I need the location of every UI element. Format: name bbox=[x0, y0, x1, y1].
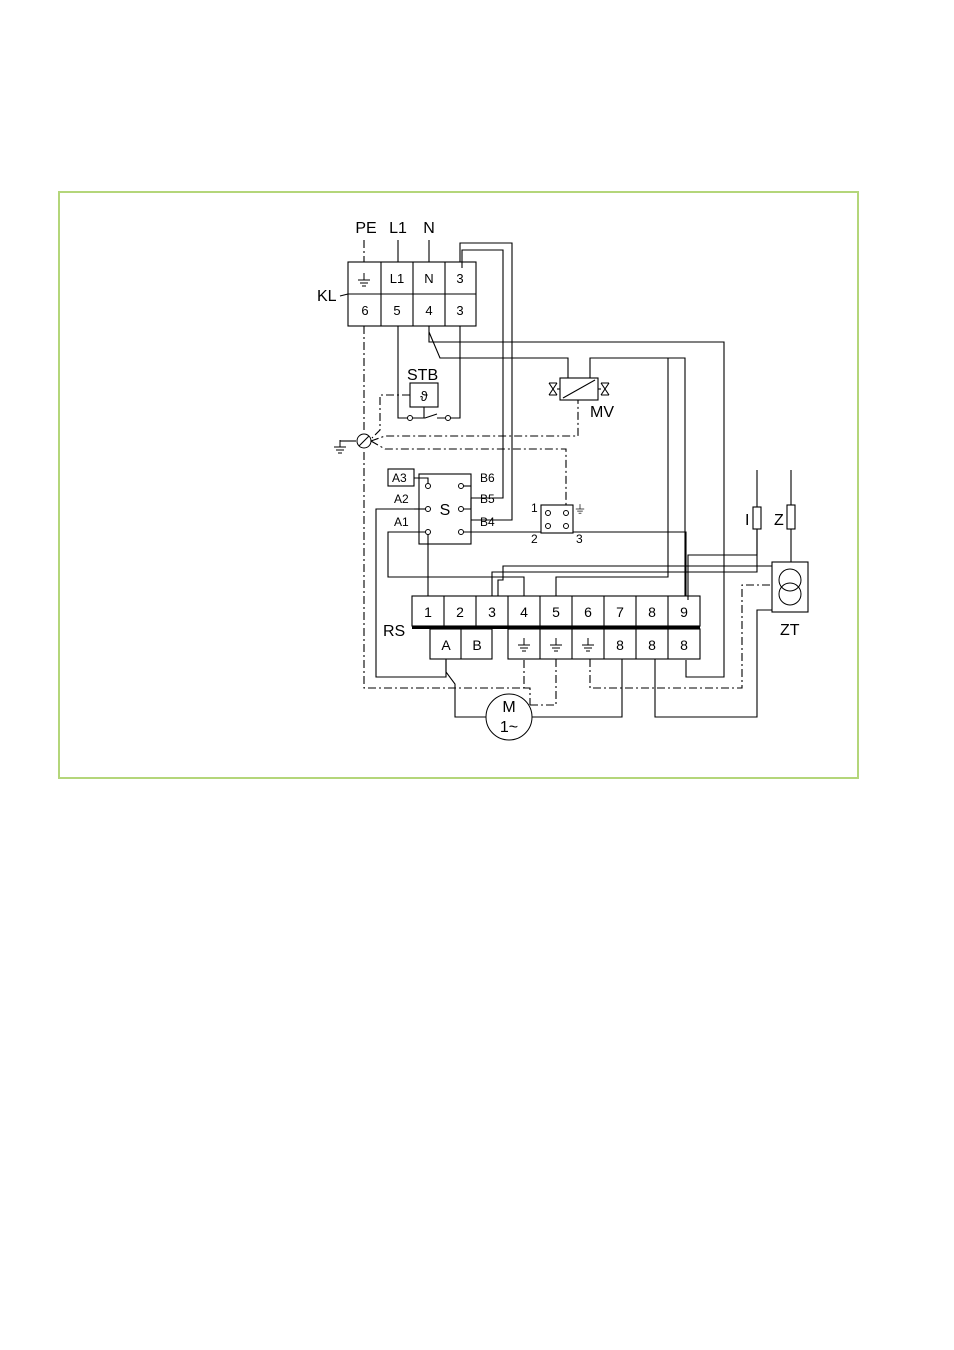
mv-label: MV bbox=[590, 404, 614, 421]
solenoid-valve bbox=[548, 377, 610, 401]
input-i-label: I bbox=[745, 512, 749, 529]
switch-a2-label: A2 bbox=[394, 492, 409, 506]
rs-top-8: 8 bbox=[648, 604, 656, 620]
kl-top-l1: L1 bbox=[390, 271, 404, 286]
switch-a3-label: A3 bbox=[392, 471, 407, 485]
input-z-label: Z bbox=[774, 512, 784, 529]
input-z-resistor bbox=[786, 504, 796, 530]
supply-pe-label: PE bbox=[355, 220, 376, 237]
rs-top-5: 5 bbox=[552, 604, 560, 620]
kl-top-n: N bbox=[424, 271, 433, 286]
rs-bottom-8a: 8 bbox=[616, 637, 624, 653]
rs-top-3: 3 bbox=[488, 604, 496, 620]
stb-theta-symbol: ϑ bbox=[420, 388, 428, 404]
kl-top-3: 3 bbox=[456, 271, 463, 286]
rs-bottom-b: B bbox=[472, 637, 481, 653]
switch-b5-label: B5 bbox=[480, 492, 495, 506]
switch-b6-label: B6 bbox=[480, 471, 495, 485]
input-i-resistor bbox=[752, 506, 762, 530]
diagram-frame bbox=[58, 191, 859, 779]
rs-bottom-8b: 8 bbox=[648, 637, 656, 653]
plug-pin-2: 2 bbox=[531, 532, 538, 546]
zt-label: ZT bbox=[780, 622, 800, 639]
earth-terminal-icon bbox=[333, 439, 347, 454]
transformer-zt bbox=[771, 561, 809, 613]
plug-pin-1: 1 bbox=[531, 501, 538, 515]
rs-top-9: 9 bbox=[680, 604, 688, 620]
motor-label-phase: 1~ bbox=[500, 719, 518, 736]
rs-bottom-8c: 8 bbox=[680, 637, 688, 653]
switch-s-label: S bbox=[440, 502, 451, 519]
rs-label: RS bbox=[383, 623, 405, 640]
switch-a1-label: A1 bbox=[394, 515, 409, 529]
kl-bottom-3: 3 bbox=[456, 303, 463, 318]
supply-l1-label: L1 bbox=[389, 220, 407, 237]
rs-terminal-block: 1 2 3 4 5 6 7 8 9 A B 8 8 8 bbox=[411, 595, 701, 660]
stb-label: STB bbox=[407, 367, 438, 384]
rs-top-6: 6 bbox=[584, 604, 592, 620]
plug-pin-3: 3 bbox=[576, 532, 583, 546]
plug-earth-icon bbox=[575, 503, 585, 514]
motor-label-m: M bbox=[502, 699, 515, 716]
stb-sensor bbox=[409, 382, 439, 408]
rs-top-4: 4 bbox=[520, 604, 528, 620]
rs-bottom-a: A bbox=[441, 637, 451, 653]
kl-label: KL bbox=[317, 288, 337, 305]
kl-bottom-4: 4 bbox=[425, 303, 432, 318]
kl-bottom-6: 6 bbox=[361, 303, 368, 318]
kl-terminal-block: L1 N 3 6 5 4 3 bbox=[347, 261, 477, 327]
kl-bottom-5: 5 bbox=[393, 303, 400, 318]
rs-top-7: 7 bbox=[616, 604, 624, 620]
switch-b4-label: B4 bbox=[480, 515, 495, 529]
rs-top-2: 2 bbox=[456, 604, 464, 620]
supply-n-label: N bbox=[423, 220, 435, 237]
connector-plug: 1 2 3 bbox=[531, 501, 585, 546]
rs-top-1: 1 bbox=[424, 604, 432, 620]
